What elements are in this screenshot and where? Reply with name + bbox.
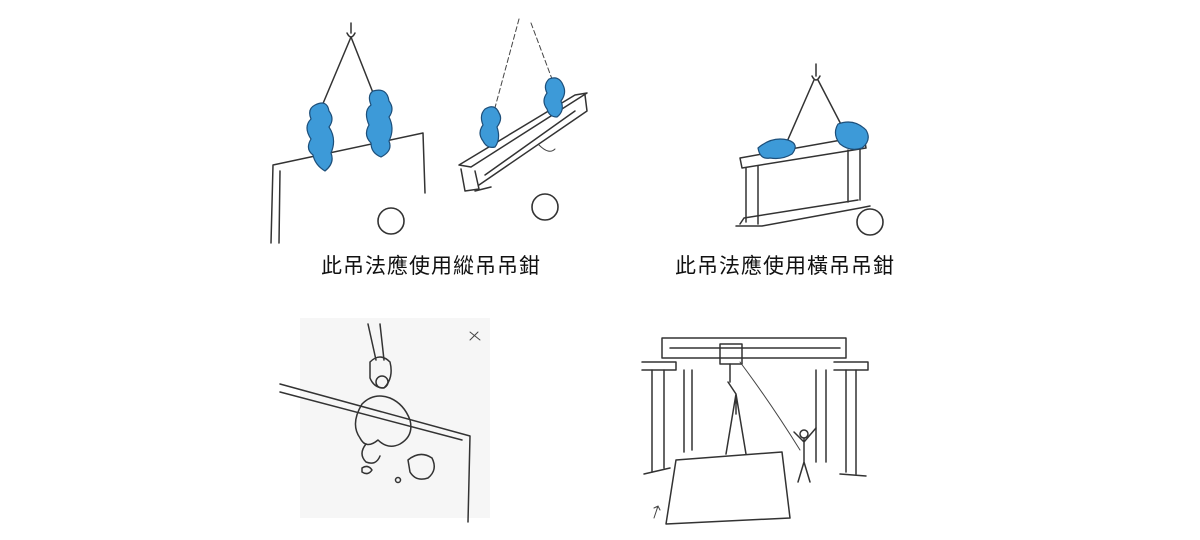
steel-channel-beam (458, 92, 588, 168)
lifting-clamp-icon (834, 121, 869, 150)
signal-worker-icon (793, 427, 817, 483)
lifting-hook-icon (492, 18, 556, 116)
caption-vertical-clamp: 此吊法應使用縱吊吊鉗 (321, 254, 541, 278)
clamp-closeup-illustration (279, 318, 490, 523)
circle-ok-mark (377, 207, 405, 235)
overhead-crane-illustration (641, 337, 869, 525)
lifting-clamp-icon (479, 106, 502, 148)
steel-i-beam (739, 135, 867, 169)
panel-horizontal-beam (730, 60, 890, 240)
panel-vertical-plate (265, 15, 445, 245)
caption-horizontal-clamp: 此吊法應使用橫吊吊鉗 (675, 254, 895, 278)
vertical-beam-illustration (458, 18, 588, 221)
steel-plate (279, 383, 471, 523)
panel-overhead-crane (640, 322, 870, 530)
lifting-clamp-icon (543, 77, 566, 118)
panel-vertical-beam (455, 15, 595, 230)
horizontal-beam-illustration (735, 63, 884, 236)
lifting-clamp-icon (365, 89, 393, 158)
shackle-icon (369, 356, 392, 389)
lifting-clamp-icon (354, 395, 412, 447)
steel-plate (270, 132, 426, 244)
circle-ok-mark (856, 208, 884, 236)
vertical-plate-illustration (270, 22, 426, 244)
overhead-crane-icon (641, 337, 869, 477)
steel-plate (665, 451, 791, 525)
lifting-clamp-icon (306, 102, 335, 172)
circle-ok-mark (531, 193, 559, 221)
lifting-clamp-icon (757, 138, 796, 160)
panel-clamp-closeup (270, 312, 495, 527)
